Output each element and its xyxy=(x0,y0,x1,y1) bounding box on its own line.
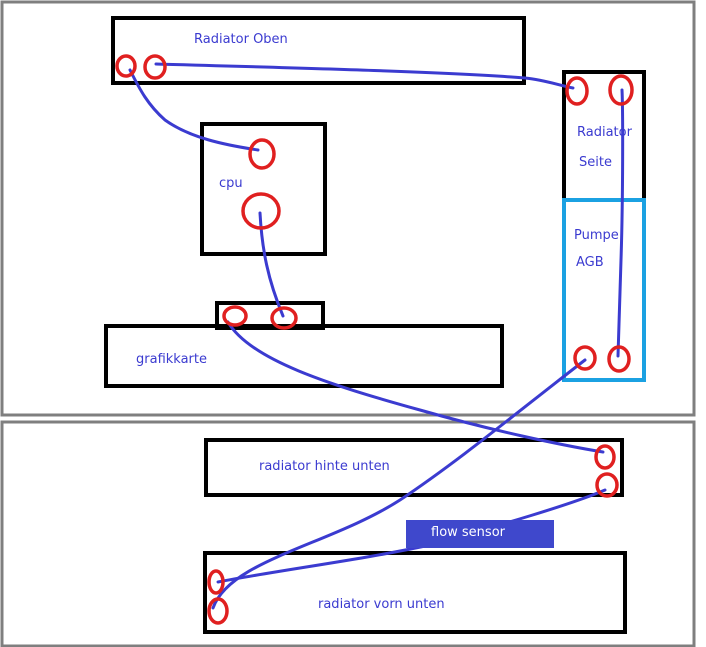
flow-sensor-label: flow sensor xyxy=(431,525,505,540)
port-cpu-1 xyxy=(248,138,276,170)
port-radiator-side-2 xyxy=(608,74,634,106)
lower-panel xyxy=(0,420,696,647)
gpu-box xyxy=(104,324,504,388)
tube-gpu-to-radiator-back xyxy=(226,320,605,454)
port-gpu-1 xyxy=(222,305,248,327)
port-cpu-2 xyxy=(241,192,281,230)
port-radiator-back-1 xyxy=(594,444,616,470)
port-pump-1 xyxy=(573,345,597,371)
tube-radiator-top-to-cpu xyxy=(128,68,260,152)
radiator-top-box xyxy=(111,16,526,85)
tube-cpu-to-gpu xyxy=(258,211,285,318)
radiator-side-label-2: Seite xyxy=(579,155,612,170)
tube-radiator-top-to-radiator-side xyxy=(154,62,575,90)
cpu-label: cpu xyxy=(219,176,243,191)
upper-panel xyxy=(0,0,696,417)
radiator-top-label: Radiator Oben xyxy=(194,32,288,47)
port-radiator-top-1 xyxy=(115,54,137,78)
port-radiator-front-2 xyxy=(207,597,229,625)
port-pump-2 xyxy=(607,345,631,373)
pump-label-1: Pumpe xyxy=(574,228,619,243)
port-radiator-top-2 xyxy=(143,54,167,80)
pump-label-2: AGB xyxy=(576,255,604,270)
port-radiator-back-2 xyxy=(595,472,619,498)
radiator-back-bottom-box xyxy=(204,438,624,497)
port-radiator-side-1 xyxy=(565,76,589,106)
radiator-front-bottom-box xyxy=(203,551,627,634)
port-radiator-front-1 xyxy=(207,569,225,595)
radiator-back-bottom-label: radiator hinte unten xyxy=(259,459,390,474)
flow-sensor-box: flow sensor xyxy=(406,520,554,548)
tube-radiator-side-to-pump xyxy=(616,88,625,358)
port-gpu-2 xyxy=(270,306,298,330)
radiator-front-bottom-label: radiator vorn unten xyxy=(318,597,445,612)
radiator-side-label-1: Radiator xyxy=(577,125,632,140)
tube-front-to-pump xyxy=(211,358,587,610)
pump-box xyxy=(562,198,646,382)
gpu-label: grafikkarte xyxy=(136,352,207,367)
